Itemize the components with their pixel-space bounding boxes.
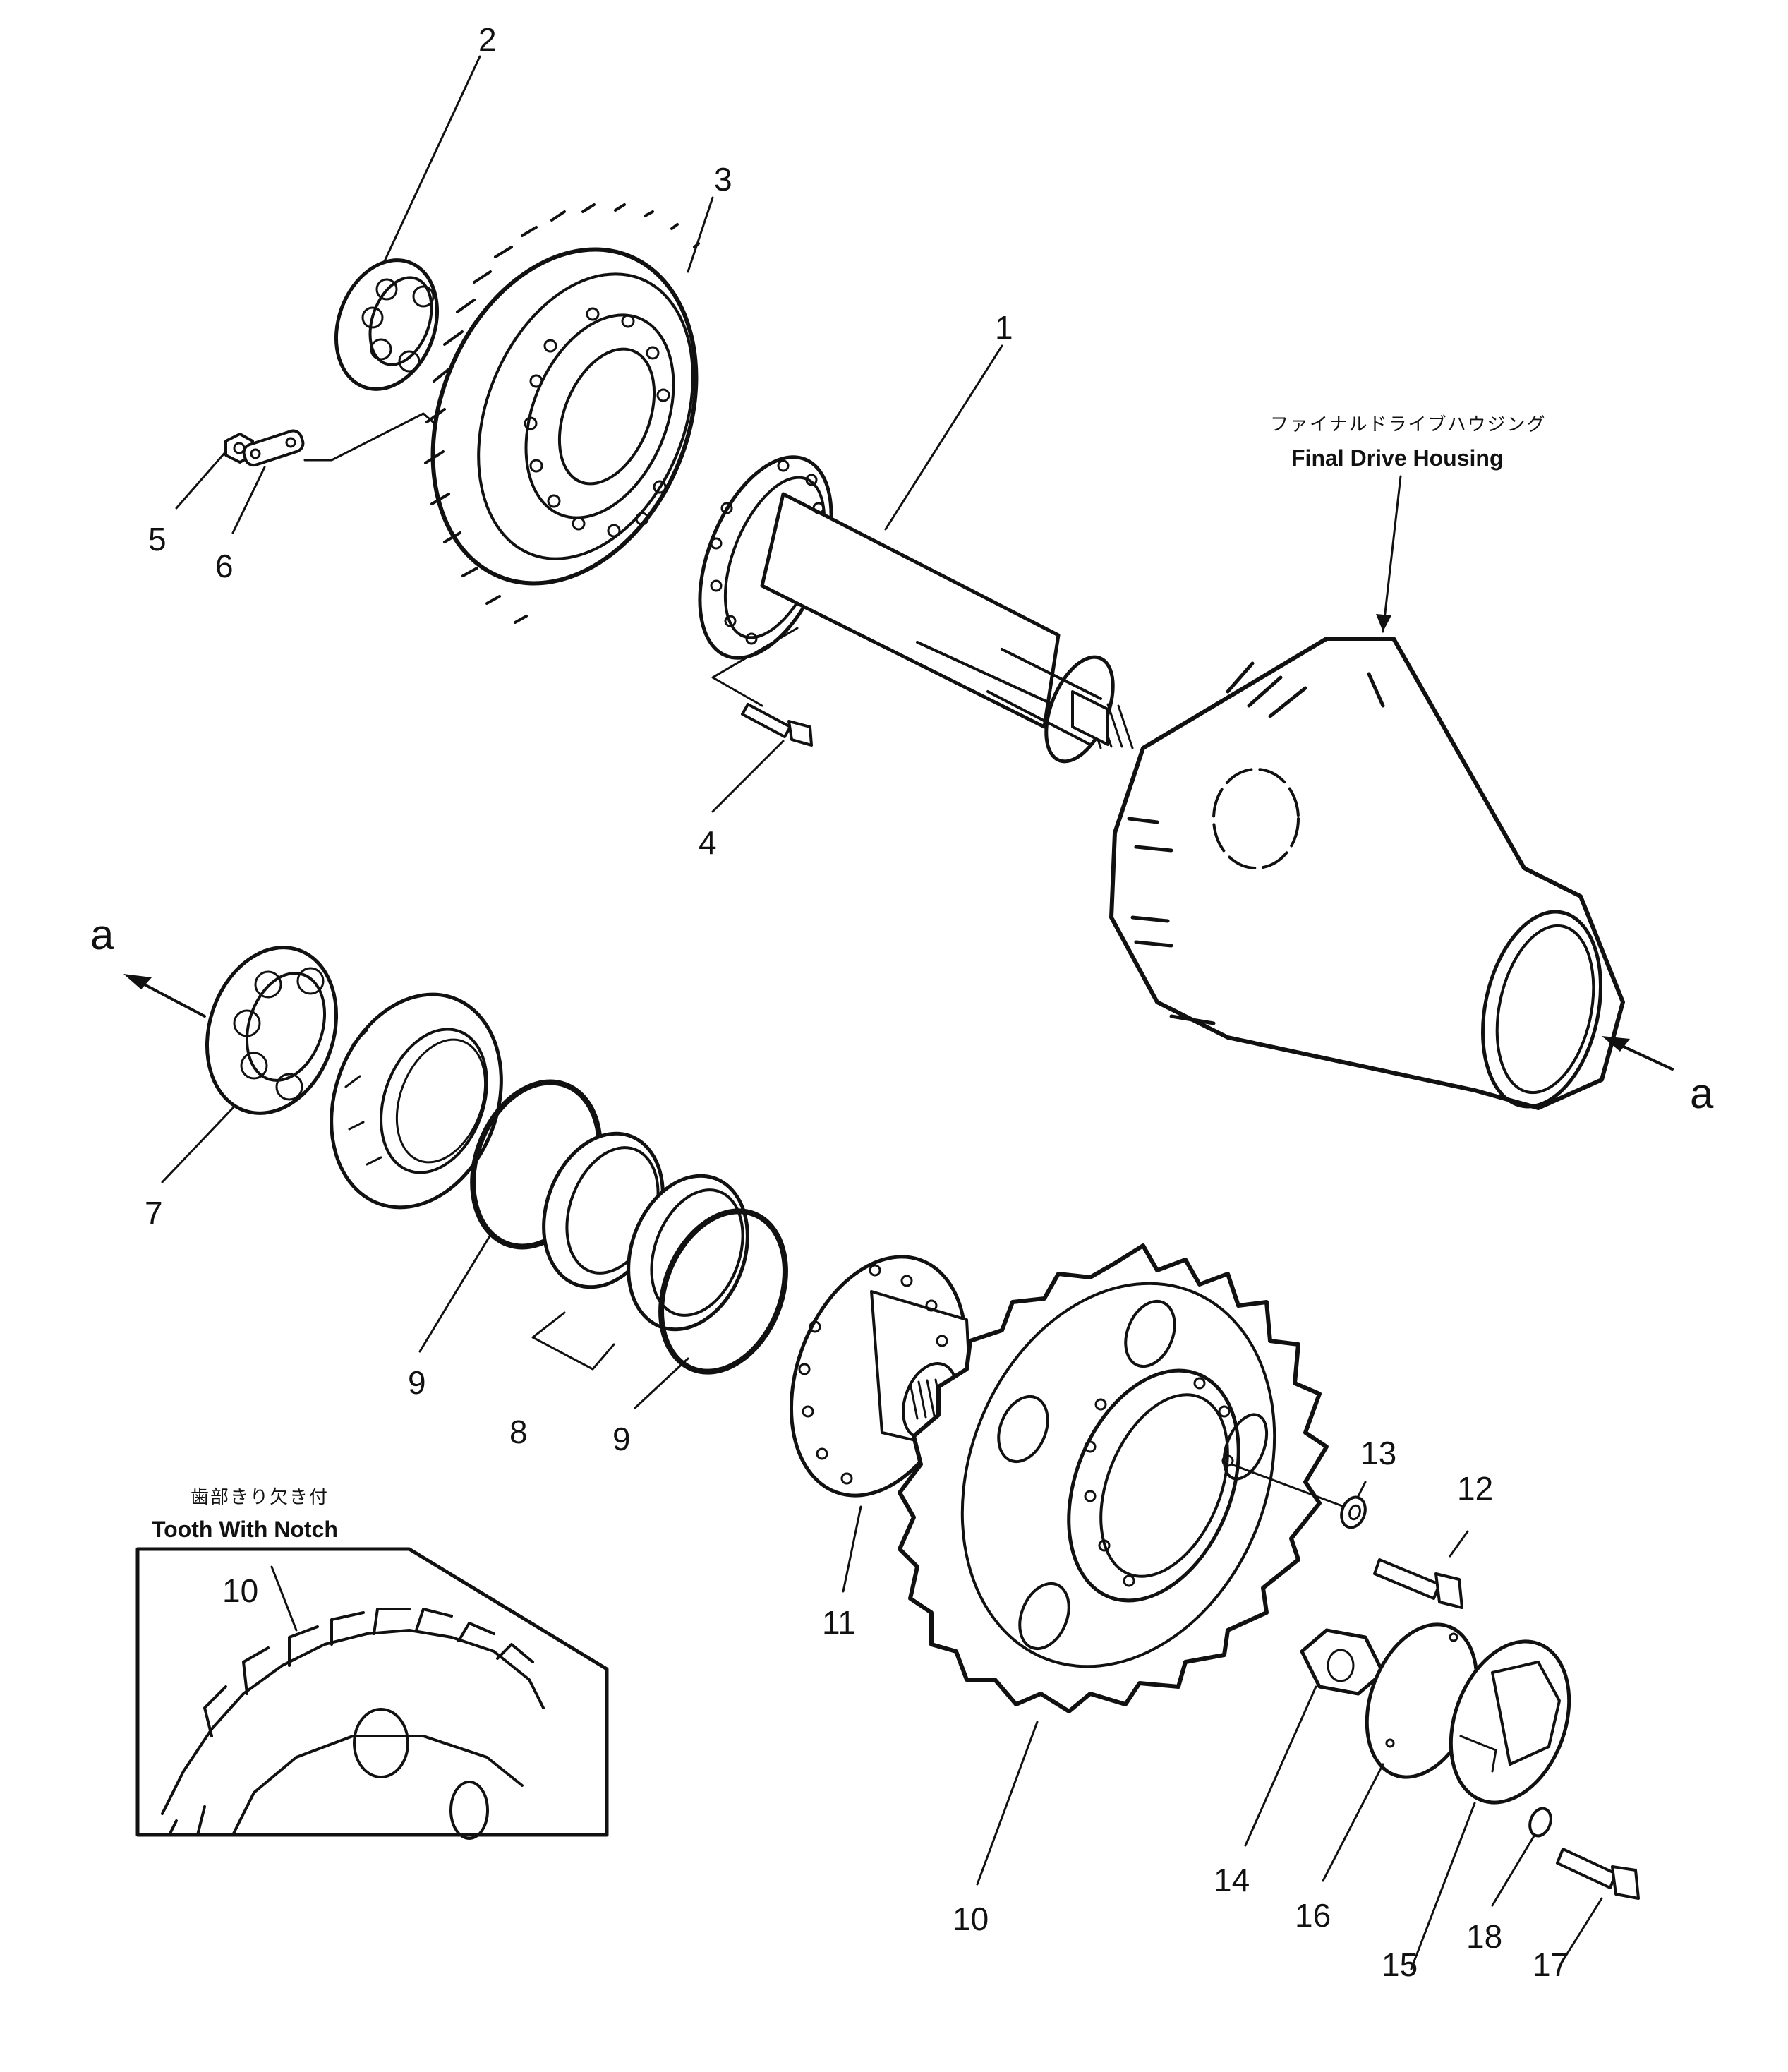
detail-inset	[135, 1547, 609, 1840]
callout-3: 3	[714, 161, 732, 198]
reference-a-right: a	[1690, 1070, 1714, 1117]
bearing-retainer	[330, 992, 503, 1210]
callout-11: 11	[822, 1604, 856, 1641]
housing-label-en: Final Drive Housing	[1291, 445, 1503, 471]
part-10-sprocket	[898, 1243, 1329, 1713]
part-1-sprocket-shaft	[698, 455, 1134, 764]
part-6-lock-plate	[242, 429, 305, 467]
part-9-o-ring-right	[658, 1208, 788, 1375]
part-8-floating-seal	[542, 1131, 749, 1332]
callout-9-left: 9	[408, 1364, 426, 1401]
part-17-bolt	[1556, 1848, 1640, 1900]
part-2-bearing	[334, 258, 440, 391]
part-13-washer	[1340, 1495, 1367, 1529]
part-18-washer	[1528, 1807, 1552, 1838]
callout-15: 15	[1382, 1946, 1418, 1983]
callout-1: 1	[995, 309, 1013, 346]
callout-7: 7	[145, 1195, 163, 1231]
part-12-bolt	[1373, 1558, 1463, 1609]
callout-12: 12	[1457, 1470, 1493, 1507]
callout-5: 5	[148, 521, 167, 558]
part-7-bearing	[205, 946, 339, 1115]
callout-14: 14	[1214, 1862, 1250, 1898]
leader-lines	[161, 55, 1603, 1970]
callout-10-detail: 10	[222, 1572, 258, 1609]
callout-8: 8	[509, 1414, 528, 1450]
callout-9-right: 9	[612, 1421, 631, 1457]
final-drive-housing	[1109, 637, 1625, 1110]
housing-label-jp: ファイナルドライブハウジング	[1270, 414, 1546, 435]
part-14-nut	[1300, 1628, 1385, 1696]
reference-arrows	[123, 614, 1674, 1071]
callout-6: 6	[215, 548, 234, 584]
detail-label-en: Tooth With Notch	[152, 1517, 338, 1542]
callout-17: 17	[1533, 1946, 1569, 1983]
callout-16: 16	[1295, 1897, 1331, 1934]
part-3-bull-gear	[424, 203, 700, 624]
callout-numbers: 2 3 1 5 6 4 7 9 8 9 11 13 12 14 16 10 15…	[145, 21, 1569, 1983]
part-4-bolt	[741, 703, 813, 747]
callout-4: 4	[699, 824, 717, 861]
callout-13: 13	[1360, 1435, 1396, 1471]
part-15-cover	[1449, 1639, 1571, 1805]
callout-10: 10	[953, 1901, 989, 1937]
callout-2: 2	[478, 21, 497, 58]
reference-a-left: a	[90, 911, 114, 958]
callout-18: 18	[1466, 1918, 1502, 1955]
detail-label-jp: 歯部きり欠き付	[191, 1487, 329, 1508]
